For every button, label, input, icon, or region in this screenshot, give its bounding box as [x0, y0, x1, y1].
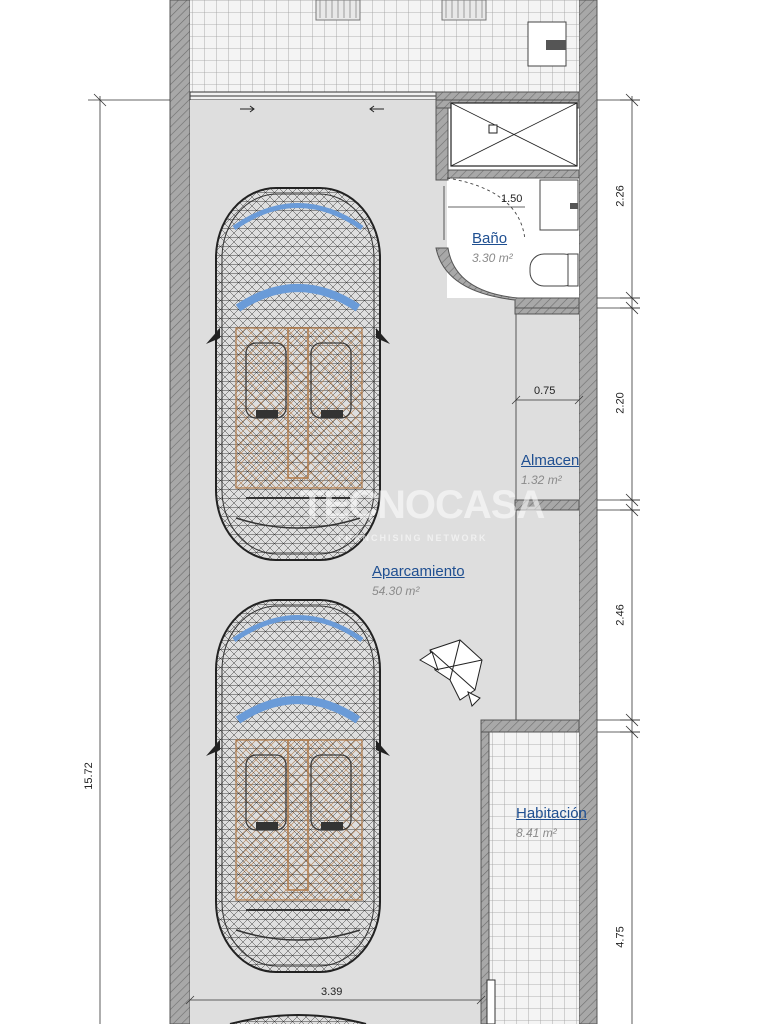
room-area-almacen: 1.32 m²: [521, 473, 562, 487]
dimension-total-height: 15.72: [82, 762, 95, 790]
dimension-storage-width: 0.75: [534, 385, 556, 397]
room-label-almacen: Almacen: [521, 452, 580, 469]
dimension-storage-height: 2.20: [614, 392, 627, 414]
inner-dimensions: [185, 206, 584, 1005]
dimension-door-width: 1.50: [501, 193, 523, 205]
room-area-bano: 3.30 m²: [472, 251, 513, 265]
dimension-mid-height: 2.46: [614, 604, 627, 626]
left-dimensions: [88, 93, 170, 1024]
room-area-aparcamiento: 54.30 m²: [372, 584, 420, 598]
room-label-bano: Baño: [472, 230, 508, 247]
room-area-habitacion: 8.41 m²: [516, 826, 557, 840]
room-label-aparcamiento: Aparcamiento: [372, 563, 465, 580]
dimension-room-height: 4.75: [614, 926, 627, 948]
dimension-bath-height: 2.26: [614, 185, 627, 207]
patio-floor: [190, 0, 579, 92]
right-wall: [578, 0, 598, 1024]
bedroom-floor: [481, 730, 579, 1024]
watermark-tagline: FRANCHISING NETWORK: [338, 533, 488, 543]
animal-figure: [419, 639, 483, 707]
dimension-garage-width: 3.39: [321, 986, 343, 998]
right-dimensions: [597, 93, 640, 1024]
left-wall: [169, 0, 191, 1024]
car-lower: [206, 600, 390, 972]
watermark-brand: TECNOCASA: [300, 483, 545, 527]
storage-floor: [515, 308, 579, 508]
room-label-habitacion: Habitación: [516, 805, 587, 822]
